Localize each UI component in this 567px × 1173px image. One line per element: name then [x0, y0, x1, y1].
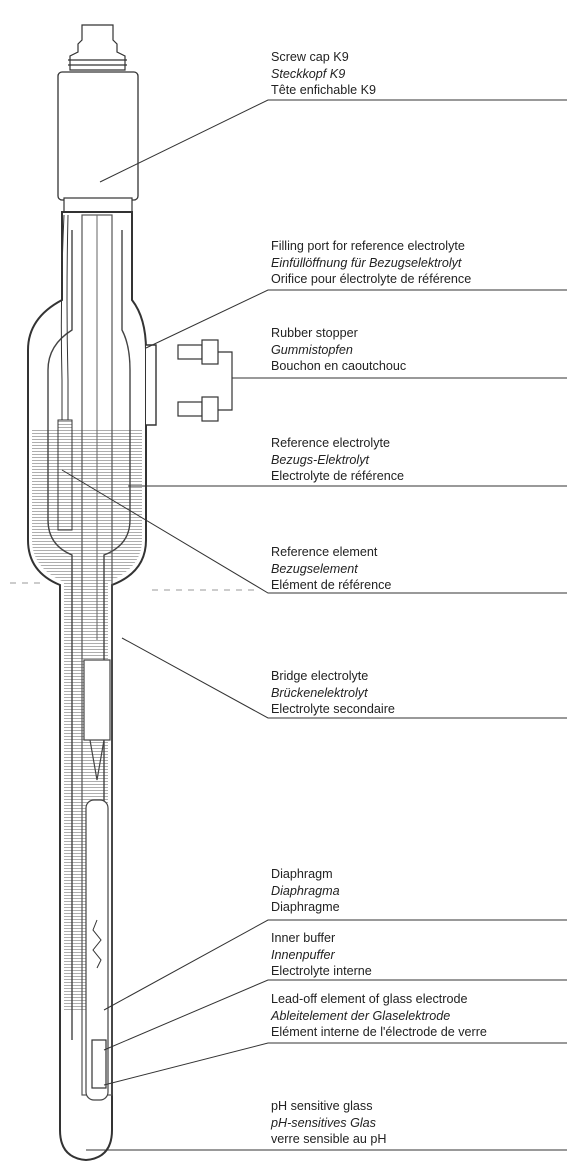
leader-filling-port — [145, 289, 567, 349]
label-de: Steckkopf K9 — [271, 66, 346, 81]
label-bridge-electrolyte: Bridge electrolyte Brückenelektrolyt Ele… — [271, 668, 395, 718]
label-de: Einfüllöffnung für Bezugselektrolyt — [271, 255, 462, 270]
label-fr: Electrolyte de référence — [271, 469, 405, 483]
label-inner-buffer: Inner buffer Innenpuffer Electrolyte int… — [271, 930, 372, 980]
label-fr: Tête enfichable K9 — [271, 83, 377, 97]
label-reference-electrolyte: Reference electrolyte Bezugs-Elektrolyt … — [271, 435, 404, 485]
cap-collar — [63, 197, 133, 213]
filling-port — [146, 344, 157, 426]
leader-bridge-electrolyte — [121, 637, 567, 719]
label-de: Gummistopfen — [271, 342, 353, 357]
label-de: Diaphragma — [271, 883, 340, 898]
label-en: pH sensitive glass — [271, 1099, 373, 1113]
label-diaphragm: Diaphragm Diaphragma Diaphragme — [271, 866, 340, 916]
label-fr: Electrolyte secondaire — [271, 702, 395, 716]
label-screw-cap: Screw cap K9 Steckkopf K9 Tête enfichabl… — [271, 49, 376, 99]
label-de: pH-sensitives Glas — [271, 1115, 376, 1130]
label-en: Inner buffer — [271, 931, 336, 945]
bridge-sleeve — [83, 659, 111, 741]
label-lead-off-element: Lead-off element of glass electrode Able… — [271, 991, 487, 1041]
label-de: Innenpuffer — [271, 947, 335, 962]
label-en: Bridge electrolyte — [271, 669, 369, 683]
label-en: Diaphragm — [271, 867, 333, 881]
label-de: Bezugs-Elektrolyt — [271, 452, 369, 467]
label-fr: Bouchon en caoutchouc — [271, 359, 407, 373]
label-fr: Orifice pour électrolyte de référence — [271, 272, 472, 286]
rubber-stopper-icon — [177, 339, 233, 422]
label-en: Lead-off element of glass electrode — [271, 992, 468, 1006]
label-de: Brückenelektrolyt — [271, 685, 368, 700]
label-en: Reference electrolyte — [271, 436, 391, 450]
label-fr: Elément interne de l'électrode de verre — [271, 1025, 487, 1039]
leader-reference-element — [61, 469, 567, 594]
inner-buffer-tube — [85, 799, 109, 1101]
leader-screw-cap — [99, 99, 567, 183]
label-en: Filling port for reference electrolyte — [271, 239, 465, 253]
inner-chamber — [47, 230, 131, 1040]
label-fr: Diaphragme — [271, 900, 340, 914]
label-ph-glass: pH sensitive glass pH-sensitives Glas ve… — [271, 1098, 387, 1148]
ph-glass-bulb — [91, 1039, 107, 1089]
label-en: Reference element — [271, 545, 378, 559]
label-de: Ableitelement der Glaselektrode — [271, 1008, 451, 1023]
reference-element-wire — [57, 214, 73, 531]
leader-diaphragm — [103, 919, 567, 1011]
connector-pin — [68, 24, 127, 71]
label-en: Screw cap K9 — [271, 50, 349, 64]
screw-cap — [57, 71, 139, 201]
label-rubber-stopper: Rubber stopper Gummistopfen Bouchon en c… — [271, 325, 406, 375]
label-fr: Electrolyte interne — [271, 964, 372, 978]
label-reference-element: Reference element Bezugselement Elément … — [271, 544, 391, 594]
label-en: Rubber stopper — [271, 326, 358, 340]
label-de: Bezugselement — [271, 561, 358, 576]
label-filling-port: Filling port for reference electrolyte E… — [271, 238, 471, 288]
leader-lines — [61, 99, 567, 1151]
leader-lead-off-element — [103, 1042, 567, 1086]
leader-inner-buffer — [103, 979, 567, 1051]
label-fr: Elément de référence — [271, 578, 392, 592]
label-fr: verre sensible au pH — [271, 1132, 387, 1146]
